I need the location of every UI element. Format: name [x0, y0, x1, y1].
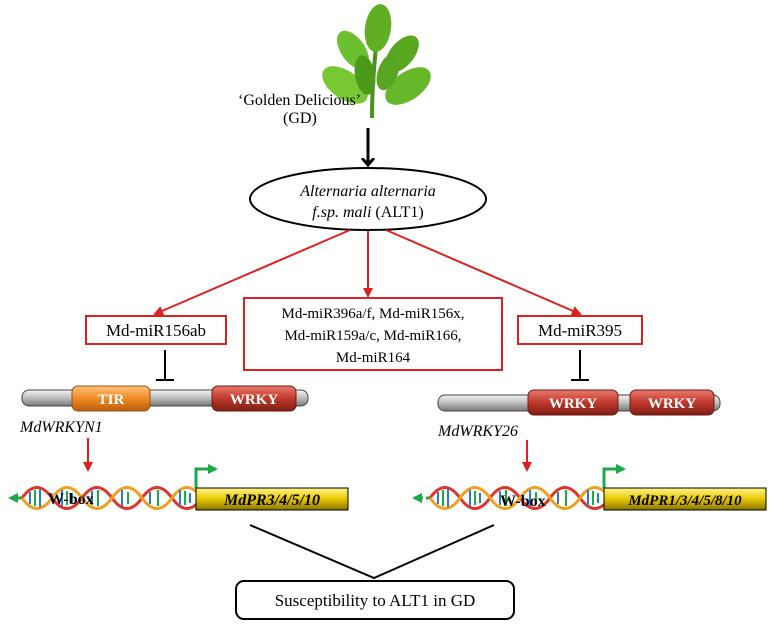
outcome-label: Susceptibility to ALT1 in GD — [275, 591, 476, 610]
outcome-box — [235, 580, 515, 620]
pathogen-ellipse — [249, 167, 487, 231]
wrky-domain-right-1-label: WRKY — [549, 396, 598, 412]
tir-domain — [71, 385, 151, 412]
tss-arrow-left — [194, 464, 218, 488]
target-right-label: MdPR1/3/4/5/8/10 — [627, 493, 742, 509]
target-box-right — [603, 487, 767, 511]
gene-right-name: MdWRKY26 — [437, 423, 518, 440]
induction-arrows — [153, 229, 582, 316]
convergence-lines — [249, 524, 495, 580]
tss-arrow-right — [602, 464, 626, 488]
mirna-center-line1: Md-miR396a/f, Md-miR156x, — [282, 306, 465, 322]
wrky-domain-left-label: WRKY — [230, 392, 279, 408]
wbox-left-label: W-box — [48, 491, 94, 508]
gene-mdwrkyn1: TIR WRKY — [21, 385, 309, 412]
target-left-label: MdPR3/4/5/10 — [223, 492, 320, 509]
wrky-domain-right-1 — [527, 389, 619, 416]
pathogen-fsp: f.sp. mali — [312, 204, 371, 221]
target-box-left — [195, 487, 349, 511]
mirna-box-center — [243, 297, 503, 371]
pathogen-forma-specialis: f.sp. mali (ALT1) — [312, 204, 423, 221]
mirna-right-label: Md-miR395 — [538, 321, 622, 340]
wrky-domain-left — [211, 385, 297, 412]
dna-helix-right — [412, 486, 612, 510]
mirna-box-left — [85, 315, 227, 345]
plant-label-line2: (GD) — [283, 110, 317, 127]
plant-label-line1: ‘Golden Delicious’ — [238, 92, 361, 109]
mirna-center-line3: Md-miR164 — [336, 350, 411, 366]
repression-left — [156, 350, 174, 381]
mirna-left-label: Md-miR156ab — [106, 321, 206, 340]
pathogen-name: Alternaria alternaria — [299, 183, 436, 200]
tir-domain-label: TIR — [98, 392, 125, 408]
wbox-right-label: W-box — [500, 493, 546, 510]
repression-right — [571, 350, 589, 381]
dna-helix-left — [8, 486, 204, 510]
gene-mdwrky26: WRKY WRKY — [437, 389, 721, 416]
pathogen-code: (ALT1) — [371, 204, 423, 221]
mirna-center-line2: Md-miR159a/c, Md-miR166, — [284, 328, 461, 344]
mirna-box-right — [517, 315, 643, 345]
wrky-domain-right-2-label: WRKY — [648, 396, 697, 412]
gene-left-name: MdWRKYN1 — [19, 419, 103, 436]
wrky-domain-right-2 — [629, 389, 715, 416]
apple-plant-icon — [322, 4, 431, 119]
